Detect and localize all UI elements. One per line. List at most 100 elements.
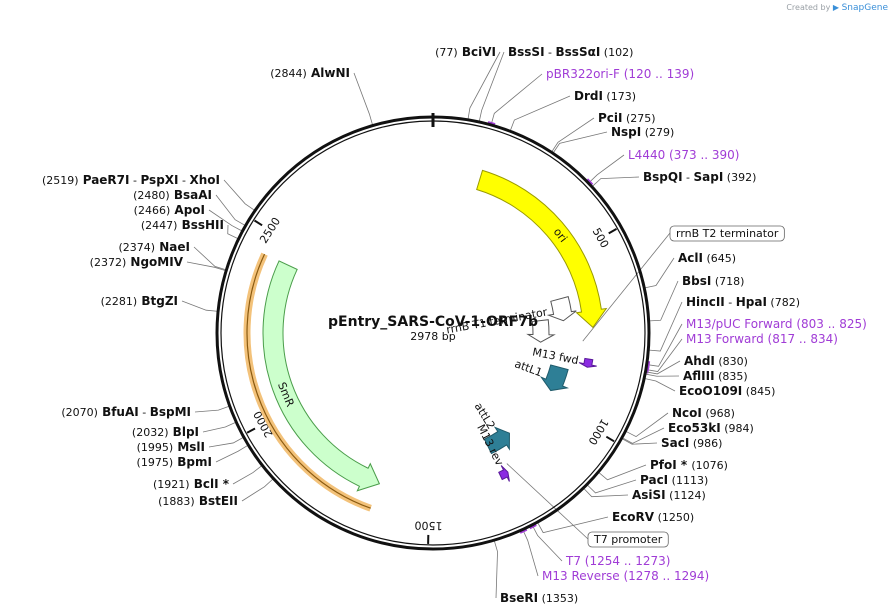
site-hincii[interactable]: HincII - HpaI (782) [686, 295, 800, 309]
leader-line [649, 301, 683, 352]
feature-smr[interactable]: SmR [262, 260, 381, 492]
boxed-label-t7-promoter[interactable]: T7 promoter [587, 531, 669, 548]
site-ngomiv[interactable]: (2372) NgoMIV [90, 255, 184, 269]
site-eco0109i[interactable]: EcoO109I (845) [679, 384, 775, 398]
boxed-label-text: T7 promoter [593, 533, 663, 546]
site-paci[interactable]: PacI (1113) [640, 473, 708, 487]
site-label-part: (835) [715, 370, 748, 383]
site-ahdi[interactable]: AhdI (830) [684, 354, 748, 368]
site-ncoi[interactable]: NcoI (968) [672, 406, 735, 420]
site-label-text: L4440 (373 .. 390) [628, 148, 739, 162]
feature-m13-fwd[interactable]: M13 fwd [531, 345, 597, 368]
site-label-text: pBR322ori-F (120 .. 139) [546, 67, 694, 81]
site-bpmi[interactable]: (1975) BpmI [137, 455, 212, 469]
site-label-part: DrdI [574, 89, 603, 103]
site-m13fwd[interactable]: M13 Forward (817 .. 834) [686, 332, 838, 346]
site-pcii[interactable]: PciI (275) [598, 111, 656, 125]
site-apoi[interactable]: (2466) ApoI [134, 203, 205, 217]
site-label-part: AsiSI [632, 488, 666, 502]
site-bbsi[interactable]: BbsI (718) [682, 274, 744, 288]
leader-line [645, 373, 680, 377]
site-saci[interactable]: SacI (986) [661, 436, 722, 450]
site-label-part: BlpI [169, 425, 200, 439]
snapgene-logo-icon: ▶ [832, 3, 840, 12]
leader-line [522, 530, 539, 577]
site-msli[interactable]: (1995) MslI [137, 440, 205, 454]
site-label-text: (2519) PaeR7I - PspXI - XhoI [42, 173, 220, 187]
feature-ori[interactable]: ori [476, 169, 608, 329]
site-bcli[interactable]: (1921) BclI * [153, 477, 230, 491]
site-asisi[interactable]: AsiSI (1124) [632, 488, 706, 502]
leader-line [646, 360, 681, 375]
site-label-part: M13 Reverse [542, 569, 620, 583]
boxed-label-frame [587, 531, 669, 548]
site-label-text: BbsI (718) [682, 274, 744, 288]
site-alwni[interactable]: (2844) AlwNI [270, 66, 350, 80]
site-m13rev[interactable]: M13 Reverse (1278 .. 1294) [542, 569, 709, 583]
leader-line [232, 465, 262, 485]
site-label-part: BstEII [195, 494, 238, 508]
site-label-text: (1883) BstEII [158, 494, 238, 508]
leader-line [490, 73, 543, 125]
site-afliii[interactable]: AflIII (835) [683, 369, 748, 383]
site-bsaai[interactable]: (2480) BsaAI [133, 188, 212, 202]
leader-line [645, 257, 675, 289]
feature-arrow [539, 364, 570, 392]
site-eco53ki[interactable]: Eco53kI (984) [668, 421, 754, 435]
feature-terminator[interactable] [526, 319, 556, 343]
site-label-part: HpaI [736, 295, 767, 309]
site-nspi[interactable]: NspI (279) [611, 125, 674, 139]
site-label-part: (1113) [668, 474, 708, 487]
watermark-prefix: Created by [786, 3, 831, 12]
leader-line [583, 488, 629, 498]
leader-line [494, 541, 498, 599]
site-label-part: BspMI [150, 405, 191, 419]
site-drdi[interactable]: DrdI (173) [574, 89, 636, 103]
site-label-part: (2372) [90, 256, 127, 269]
leader-line [532, 525, 563, 562]
site-pfoi[interactable]: PfoI * (1076) [650, 458, 728, 472]
site-label-text: (2372) NgoMIV [90, 255, 184, 269]
site-bsteii[interactable]: (1883) BstEII [158, 494, 238, 508]
primer-site [586, 178, 594, 186]
site-label-part: (1353) [538, 592, 578, 605]
site-label-part: (817 .. 834) [764, 332, 838, 346]
site-m13puc[interactable]: M13/pUC Forward (803 .. 825) [686, 317, 867, 331]
site-l4440[interactable]: L4440 (373 .. 390) [628, 148, 739, 162]
site-btgzi[interactable]: (2281) BtgZI [101, 294, 178, 308]
feature-arrow [498, 465, 510, 482]
site-label-part: XhoI [189, 173, 220, 187]
site-t7[interactable]: T7 (1254 .. 1273) [565, 554, 670, 568]
site-label-part: PacI [640, 473, 668, 487]
tick-label: 1500 [414, 519, 442, 533]
tick-label: 1000 [585, 416, 611, 447]
site-label-part: (2447) [141, 219, 178, 232]
site-label-part: BssHII [177, 218, 224, 232]
site-label-text: (2070) BfuAI - BspMI [61, 405, 191, 419]
site-naei[interactable]: (2374) NaeI [119, 240, 191, 254]
site-bseri[interactable]: BseRI (1353) [500, 591, 578, 605]
site-ecorv[interactable]: EcoRV (1250) [612, 510, 694, 524]
site-label-part: NspI [611, 125, 641, 139]
site-bsshii[interactable]: (2447) BssHII [141, 218, 224, 232]
site-paer7i[interactable]: (2519) PaeR7I - PspXI - XhoI [42, 173, 220, 187]
tick-mark [253, 219, 263, 227]
boxed-label-text: rrnB T2 terminator [676, 227, 779, 240]
site-bclvi[interactable]: (77) BciVI [435, 45, 496, 59]
feature-arrow [483, 426, 510, 455]
site-label-part: (968) [702, 407, 735, 420]
site-acli[interactable]: AclI (645) [678, 251, 736, 265]
site-label-text: T7 (1254 .. 1273) [565, 554, 670, 568]
site-label-text: SacI (986) [661, 436, 722, 450]
leader-line [215, 194, 245, 226]
site-pbr322ori[interactable]: pBR322ori-F (120 .. 139) [546, 67, 694, 81]
site-blpi[interactable]: (2032) BlpI [132, 425, 199, 439]
site-label-part: (392) [723, 171, 756, 184]
site-bspqi[interactable]: BspQI - SapI (392) [643, 170, 756, 184]
boxed-label-rrnb-t2[interactable]: rrnB T2 terminator [669, 225, 785, 242]
site-bfuai[interactable]: (2070) BfuAI - BspMI [61, 405, 191, 419]
site-labels: BssSI - BssSαI (102) pBR322ori-F (120 .. … [42, 45, 867, 605]
site-bsssi[interactable]: BssSI - BssSαI (102) [508, 45, 633, 59]
site-label-part: BbsI [682, 274, 711, 288]
site-label-part: (2032) [132, 426, 169, 439]
